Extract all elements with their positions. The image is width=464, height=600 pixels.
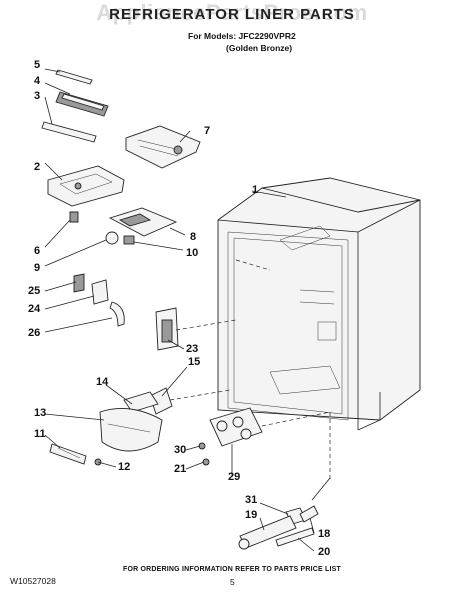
- part-25-clip: [73, 273, 85, 293]
- dashed-assembly-lines: [169, 259, 331, 480]
- callout-21: 21: [174, 463, 186, 475]
- callout-4: 4: [34, 75, 41, 87]
- callout-19: 19: [245, 509, 257, 521]
- callout-6: 6: [34, 245, 40, 257]
- callout-labels: 1 2 3 4 5 6 7 8 9 10 11 12 13 14 15 18 1…: [28, 59, 330, 558]
- model-number: For Models: JFC2290VPR2: [188, 31, 296, 41]
- callout-31: 31: [245, 494, 257, 506]
- part-2-housing: [47, 165, 125, 207]
- callout-20: 20: [318, 546, 330, 558]
- part-24-bracket: [91, 279, 109, 305]
- callout-7: 7: [204, 125, 210, 137]
- part-14-cover: [123, 391, 159, 413]
- callout-9: 9: [34, 262, 40, 274]
- part-10-socket: [123, 235, 135, 245]
- callout-3: 3: [34, 90, 40, 102]
- callout-29: 29: [228, 471, 240, 483]
- callout-23: 23: [186, 343, 198, 355]
- liner-assembly: [217, 177, 421, 431]
- part-13-housing: [99, 407, 163, 452]
- part-11-grille: [49, 443, 87, 465]
- part-26-tube: [109, 301, 125, 327]
- callout-2: 2: [34, 161, 40, 173]
- callout-12: 12: [118, 461, 130, 473]
- ordering-note: FOR ORDERING INFORMATION REFER TO PARTS …: [122, 566, 342, 573]
- part-20-tube: [275, 527, 315, 547]
- part-4-bracket: [55, 91, 109, 117]
- callout-24: 24: [28, 303, 41, 315]
- part-19-filter: [238, 515, 297, 550]
- watermark: AppliancePartsPros.com: [96, 0, 368, 25]
- callout-14: 14: [96, 376, 109, 388]
- part-8-module: [108, 207, 178, 237]
- part-3-label: [41, 121, 97, 143]
- part-9-bulb: [105, 231, 119, 245]
- document-number: W10527028: [10, 576, 56, 586]
- page-title: REFRIGERATOR LINER PARTS: [109, 6, 355, 23]
- part-5-rod: [55, 69, 93, 85]
- callout-1: 1: [252, 184, 258, 196]
- callout-10: 10: [186, 247, 198, 259]
- callout-15: 15: [188, 356, 200, 368]
- page-number: 5: [230, 577, 235, 587]
- part-18-connector: [299, 477, 331, 523]
- callout-30: 30: [174, 444, 186, 456]
- finish-label: (Golden Bronze): [226, 43, 293, 53]
- callout-25: 25: [28, 285, 40, 297]
- part-6-fastener: [69, 211, 79, 223]
- part-29-assembly: [209, 407, 263, 447]
- callout-18: 18: [318, 528, 330, 540]
- callout-5: 5: [34, 59, 40, 71]
- part-7-cover: [125, 125, 201, 169]
- leader-lines: [44, 68, 315, 552]
- callout-11: 11: [34, 428, 46, 440]
- callout-13: 13: [34, 407, 46, 419]
- part-15-hinge: [149, 387, 173, 415]
- callout-8: 8: [190, 231, 196, 243]
- callout-26: 26: [28, 327, 40, 339]
